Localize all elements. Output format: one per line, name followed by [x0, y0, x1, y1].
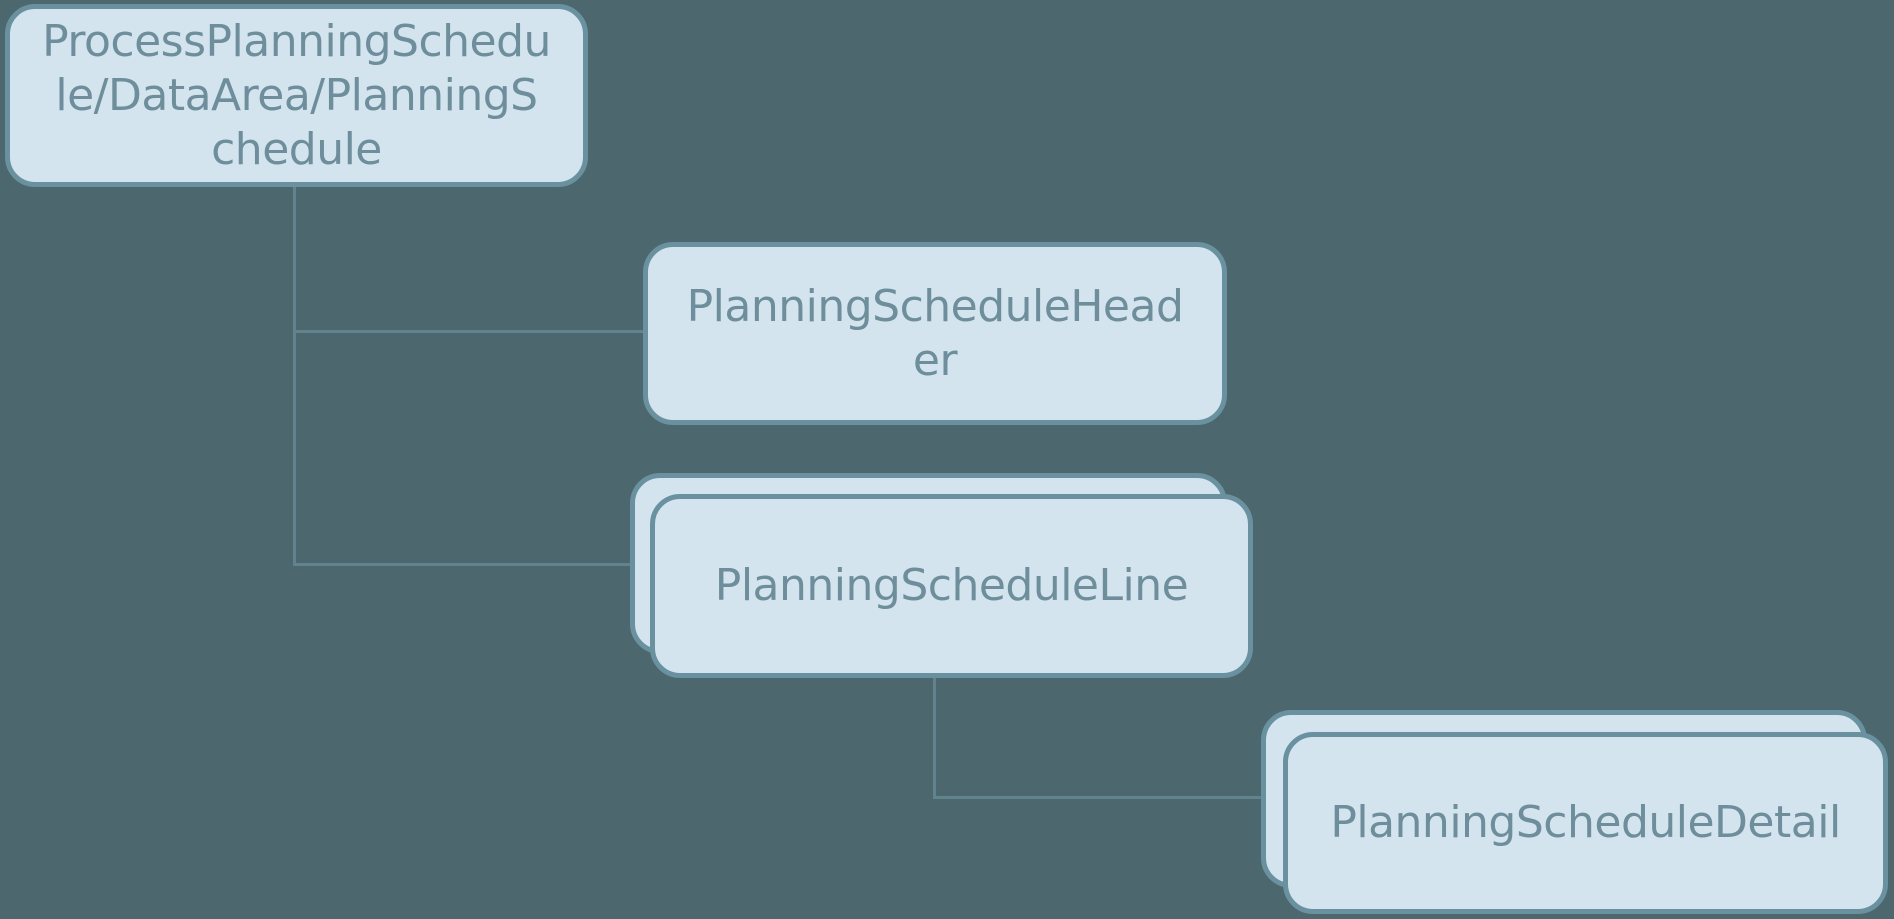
node-process-planning-schedule: ProcessPlanningSchedu le/DataArea/Planni…: [5, 4, 588, 187]
connector-root-vertical: [293, 187, 296, 566]
node-label-line: ProcessPlanningSchedu: [42, 15, 551, 67]
node-label-line: PlanningScheduleLine: [714, 560, 1189, 611]
connector-line-vertical: [933, 678, 936, 799]
connector-root-to-header: [293, 330, 643, 333]
node-label-line: PlanningScheduleHead: [686, 280, 1184, 332]
node-planning-schedule-detail: PlanningScheduleDetail: [1283, 732, 1888, 914]
node-planning-schedule-line: PlanningScheduleLine: [650, 494, 1253, 678]
node-label-line: chedule: [211, 123, 382, 175]
node-label-line: le/DataArea/PlanningS: [55, 69, 538, 121]
node-label-line: er: [912, 334, 958, 386]
node-planning-schedule-header: PlanningScheduleHead er: [643, 242, 1227, 425]
connector-root-to-line: [293, 563, 630, 566]
node-label-line: PlanningScheduleDetail: [1330, 797, 1841, 848]
connector-line-to-detail: [933, 796, 1261, 799]
